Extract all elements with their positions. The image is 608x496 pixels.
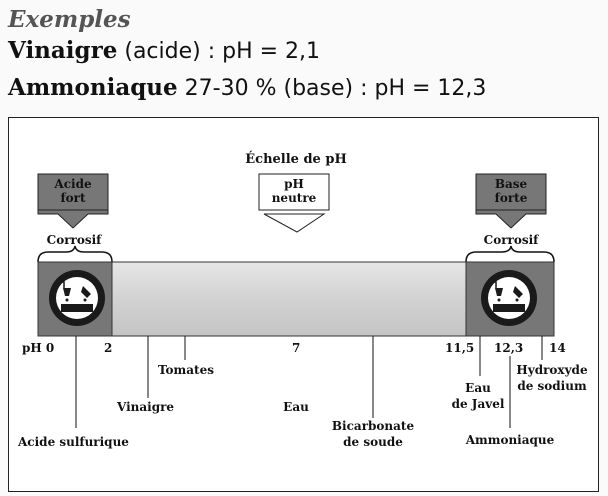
acid-strong-arrow: Acide fort <box>37 173 109 229</box>
neutral-arrow: pH neutre <box>258 173 330 233</box>
label-hydroxyde-1: Hydroxyde <box>516 363 588 377</box>
neutral-label-1: pH <box>284 177 304 191</box>
label-ammoniaque: Ammoniaque <box>465 433 555 447</box>
ammonia-name: Ammoniaque <box>8 74 178 101</box>
ammonia-detail: 27-30 % (base) : pH = 12,3 <box>177 76 487 101</box>
base-strong-arrow: Base forte <box>475 173 547 229</box>
label-eau: Eau <box>283 400 309 414</box>
example-vinegar: Vinaigre (acide) : pH = 2,1 <box>8 37 320 64</box>
examples-title: Exemples <box>8 6 131 33</box>
label-hydroxyde-2: de sodium <box>517 379 587 393</box>
tick-7: 7 <box>292 341 300 355</box>
neutral-label-2: neutre <box>272 191 317 205</box>
leader-lines <box>75 336 543 428</box>
tick-2: 2 <box>104 341 112 355</box>
label-eau-javel-1: Eau <box>465 381 491 395</box>
vinegar-name: Vinaigre <box>8 37 118 64</box>
label-bicarbonate-1: Bicarbonate <box>332 419 415 433</box>
corrosive-label-right: Corrosif <box>484 233 540 247</box>
label-bicarbonate-2: de soude <box>343 435 403 449</box>
acid-label-2: fort <box>60 191 85 205</box>
tick-14: 14 <box>549 341 566 355</box>
brace-right <box>465 245 555 263</box>
acid-label-1: Acide <box>53 177 92 191</box>
label-eau-javel-2: de Javel <box>452 397 505 411</box>
vinegar-detail: (acide) : pH = 2,1 <box>117 39 321 64</box>
base-label-1: Base <box>495 177 528 191</box>
tick-12-3: 12,3 <box>494 341 523 355</box>
corrosive-label-left: Corrosif <box>47 233 103 247</box>
corrosive-hazard-icon <box>481 270 537 326</box>
tick-11-5: 11,5 <box>445 341 474 355</box>
label-acide-sulfurique: Acide sulfurique <box>17 435 129 449</box>
brace-left <box>37 245 113 263</box>
corrosive-hazard-icon <box>49 270 105 326</box>
scale-title: Échelle de pH <box>245 151 346 167</box>
label-vinaigre: Vinaigre <box>116 400 174 414</box>
tick-ph0: pH 0 <box>22 341 54 355</box>
example-ammonia: Ammoniaque 27-30 % (base) : pH = 12,3 <box>8 74 486 101</box>
label-tomates: Tomates <box>158 363 214 377</box>
base-label-2: forte <box>495 191 528 205</box>
